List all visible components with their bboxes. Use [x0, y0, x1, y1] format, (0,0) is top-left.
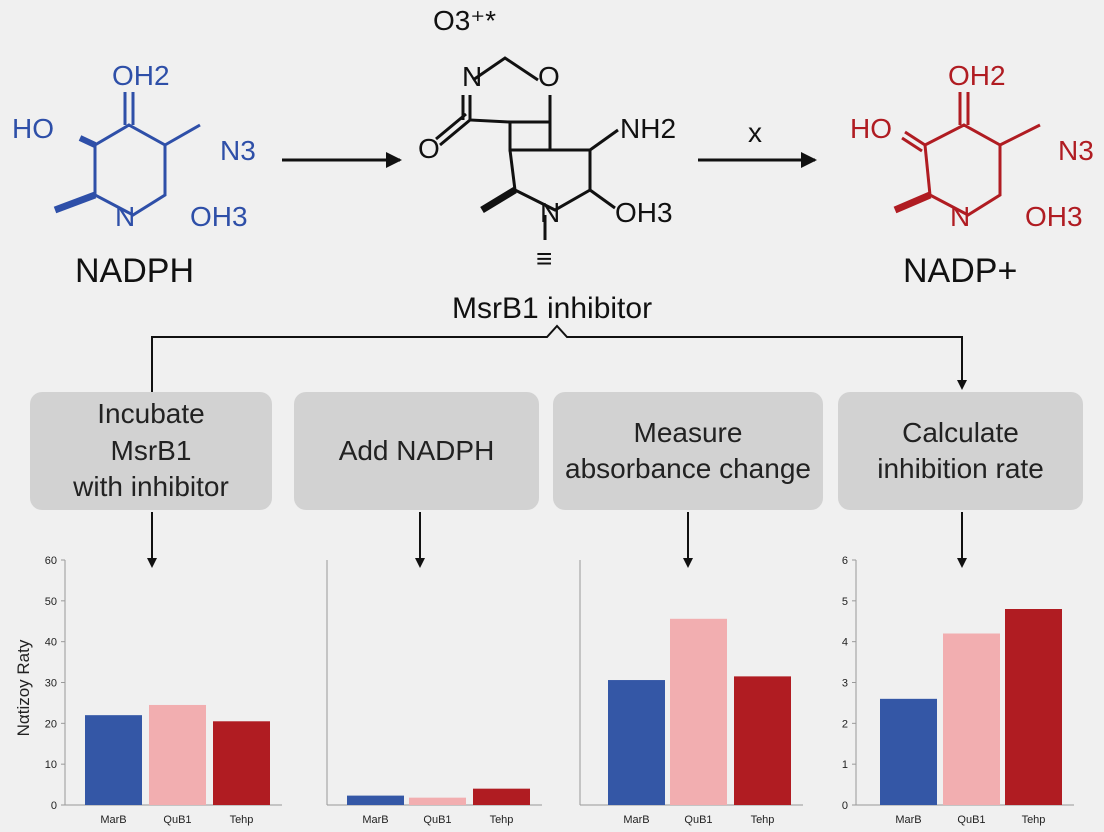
step-text: Add NADPH — [338, 434, 495, 466]
step-box-calculate: Calculate inhibition rate — [838, 392, 1083, 510]
x-tick-label: MarB — [362, 814, 388, 826]
step-box-measure: Measure absorbance change — [553, 392, 823, 510]
nadp-ho-atom: HO — [850, 113, 892, 144]
bar-tehp — [1005, 609, 1062, 805]
nadp-n-atom: N — [950, 201, 970, 232]
x-tick-label: MarB — [895, 814, 921, 826]
y-tick-label: 5 — [842, 596, 848, 608]
step-box-add-nadph: Add NADPH — [294, 392, 539, 510]
x-tick-label: MarB — [100, 814, 126, 826]
y-tick-label: 30 — [45, 678, 57, 690]
inhibitor-stub-symbol: ≡ — [536, 243, 552, 274]
y-tick-label: 50 — [45, 596, 57, 608]
x-tick-label: Tehp — [751, 814, 775, 826]
nadph-label: NADPH — [75, 252, 194, 290]
inhibitor-ring-n-atom: N — [462, 61, 482, 92]
bar-qub1 — [670, 618, 727, 805]
bar-tehp — [734, 676, 791, 805]
y-tick-label: 0 — [51, 800, 57, 812]
y-tick-label: 2 — [842, 718, 848, 730]
bar-tehp — [213, 721, 270, 805]
nadph-oh3-atom: OH3 — [190, 201, 248, 232]
bar-tehp — [473, 788, 530, 805]
nadph-n-atom: N — [115, 201, 135, 232]
nadp-structure — [893, 92, 1041, 217]
bar-qub1 — [409, 797, 466, 805]
y-tick-label: 1 — [842, 759, 848, 771]
chart-2: MarB QuB1 Tehp — [326, 560, 542, 826]
nadph-n3-atom: N3 — [220, 135, 256, 166]
nadp-n3-atom: N3 — [1058, 135, 1094, 166]
inhibitor-oh3-atom: OH3 — [615, 197, 673, 228]
x-tick-label: MarB — [623, 814, 649, 826]
reaction-arrow-2-label: x — [748, 117, 762, 148]
x-tick-label: Tehp — [230, 814, 254, 826]
y-tick-label: 20 — [45, 718, 57, 730]
bar-qub1 — [149, 704, 206, 805]
nadph-structure — [53, 92, 201, 217]
inhibitor-ring-o-atom: O — [538, 61, 560, 92]
nadp-label: NADP+ — [903, 252, 1017, 290]
x-tick-label: QuB1 — [163, 814, 191, 826]
inhibitor-structure — [435, 56, 619, 240]
y-tick-label: 6 — [842, 555, 848, 567]
y-tick-label: 10 — [45, 759, 57, 771]
y-tick-label: 3 — [842, 678, 848, 690]
bar-marb — [880, 698, 937, 805]
step-box-incubate: Incubate MsrB1 with inhibitor — [30, 392, 272, 510]
inhibitor-nh2-atom: NH2 — [620, 113, 676, 144]
nadp-oh2-atom: OH2 — [948, 60, 1006, 91]
x-tick-label: Tehp — [1022, 814, 1046, 826]
workflow-bracket — [151, 324, 967, 392]
step-text: Measure absorbance change — [565, 416, 811, 484]
nadph-oh2-atom: OH2 — [112, 60, 170, 91]
y-tick-label: 40 — [45, 637, 57, 649]
inhibitor-o3-atom: O3⁺* — [433, 5, 496, 36]
step-text: Incubate MsrB1 with inhibitor — [73, 398, 229, 503]
x-tick-label: QuB1 — [684, 814, 712, 826]
inhibitor-o-left-atom: O — [418, 133, 440, 164]
y-tick-label: 0 — [842, 800, 848, 812]
x-tick-label: QuB1 — [423, 814, 451, 826]
inhibitor-label: MsrB1 inhibitor — [452, 292, 652, 325]
y-tick-label: 60 — [45, 555, 57, 567]
x-tick-label: Tehp — [490, 814, 514, 826]
bar-marb — [85, 715, 142, 805]
x-tick-label: QuB1 — [957, 814, 985, 826]
y-axis-label: Nαtizoy Raty — [14, 639, 33, 736]
y-tick-label: 4 — [842, 637, 848, 649]
inhibitor-n-atom: N — [540, 197, 560, 228]
step-text: Calculate inhibition rate — [877, 416, 1044, 484]
chart-3: MarB QuB1 Tehp — [579, 560, 803, 826]
bar-marb — [347, 795, 404, 805]
bar-marb — [608, 680, 665, 805]
bar-qub1 — [943, 633, 1000, 805]
nadp-oh3-atom: OH3 — [1025, 201, 1083, 232]
nadph-ho-atom: HO — [12, 113, 54, 144]
